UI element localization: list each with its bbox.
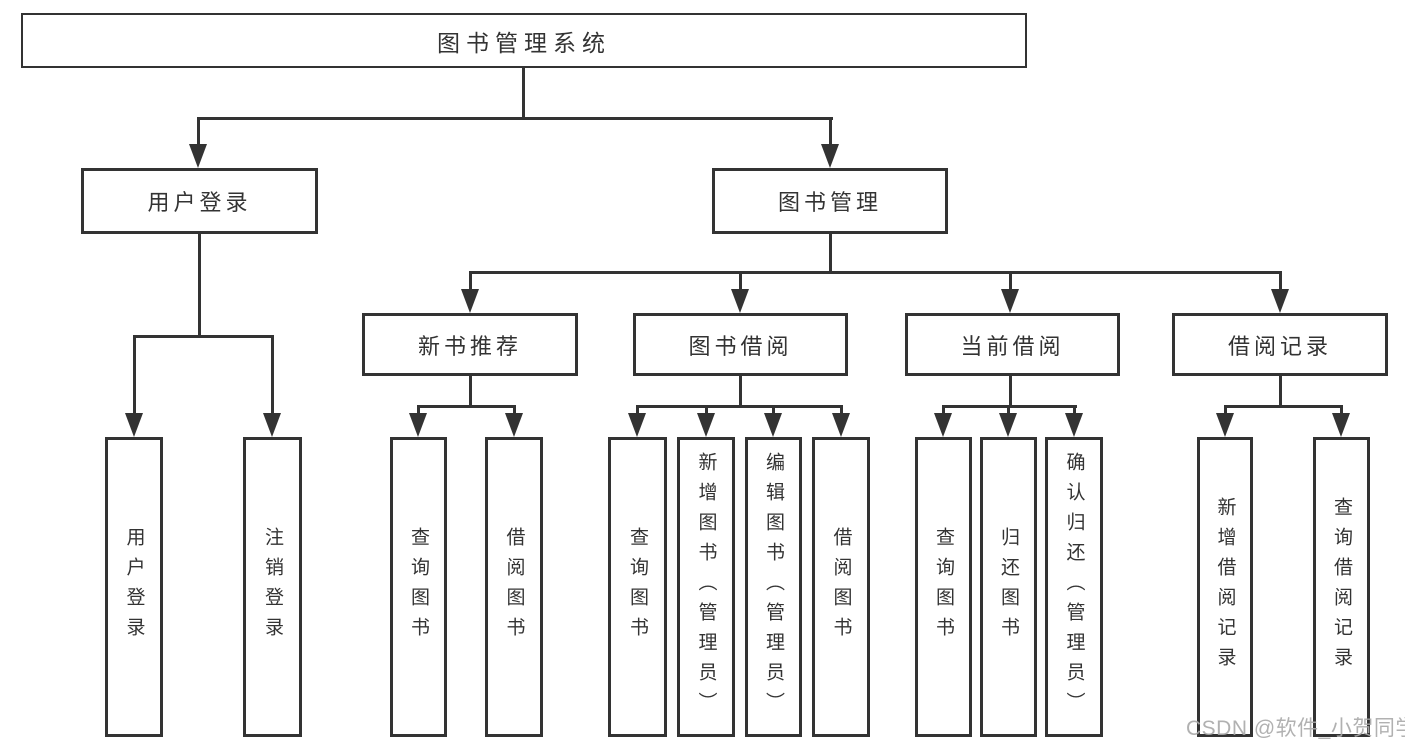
- connector-line: [636, 405, 843, 408]
- connector-line: [133, 338, 136, 415]
- connector-line: [705, 408, 708, 415]
- node-query-books-borrowing: 查询图书: [608, 437, 667, 737]
- connector-line: [1224, 408, 1227, 415]
- node-system-root: 图书管理系统: [21, 13, 1027, 68]
- node-current-borrowing: 当前借阅: [905, 313, 1120, 376]
- arrow-down-icon: [1332, 413, 1350, 437]
- connector-line: [417, 408, 420, 415]
- connector-line: [1009, 376, 1012, 406]
- arrow-down-icon: [821, 144, 839, 168]
- connector-line: [739, 376, 742, 406]
- connector-line: [469, 271, 1282, 274]
- node-query-books-recommend: 查询图书: [390, 437, 447, 737]
- arrow-down-icon: [1271, 289, 1289, 313]
- node-query-borrow-record: 查询借阅记录: [1313, 437, 1370, 737]
- connector-line: [1279, 376, 1282, 406]
- connector-line: [522, 68, 525, 118]
- connector-line: [197, 120, 200, 146]
- connector-line: [840, 408, 843, 415]
- arrow-down-icon: [1065, 413, 1083, 437]
- node-borrow-books-recommend: 借阅图书: [485, 437, 543, 737]
- node-user-login-branch: 用户登录: [81, 168, 318, 234]
- arrow-down-icon: [934, 413, 952, 437]
- node-return-books: 归还图书: [980, 437, 1037, 737]
- node-new-book-recommend: 新书推荐: [362, 313, 578, 376]
- connector-line: [198, 234, 201, 337]
- node-borrow-books-borrowing: 借阅图书: [812, 437, 870, 737]
- connector-line: [942, 405, 1077, 408]
- arrow-down-icon: [832, 413, 850, 437]
- connector-line: [469, 376, 472, 406]
- connector-line: [1279, 274, 1282, 291]
- connector-line: [772, 408, 775, 415]
- connector-line: [829, 234, 832, 272]
- arrow-down-icon: [731, 289, 749, 313]
- node-book-borrowing: 图书借阅: [633, 313, 848, 376]
- arrow-down-icon: [505, 413, 523, 437]
- connector-line: [271, 338, 274, 415]
- arrow-down-icon: [189, 144, 207, 168]
- connector-line: [1224, 405, 1343, 408]
- connector-line: [1073, 408, 1076, 415]
- connector-line: [469, 274, 472, 291]
- connector-line: [1007, 408, 1010, 415]
- arrow-down-icon: [409, 413, 427, 437]
- connector-line: [739, 274, 742, 291]
- connector-line: [197, 117, 833, 120]
- arrow-down-icon: [999, 413, 1017, 437]
- node-logout: 注销登录: [243, 437, 302, 737]
- connector-line: [513, 408, 516, 415]
- arrow-down-icon: [764, 413, 782, 437]
- arrow-down-icon: [1216, 413, 1234, 437]
- connector-line: [636, 408, 639, 415]
- arrow-down-icon: [125, 413, 143, 437]
- node-book-management: 图书管理: [712, 168, 948, 234]
- connector-line: [133, 335, 274, 338]
- node-add-books-admin: 新增图书（管理员）: [677, 437, 735, 737]
- node-add-borrow-record: 新增借阅记录: [1197, 437, 1253, 737]
- arrow-down-icon: [1001, 289, 1019, 313]
- connector-line: [417, 405, 516, 408]
- arrow-down-icon: [697, 413, 715, 437]
- node-edit-books-admin: 编辑图书（管理员）: [745, 437, 802, 737]
- arrow-down-icon: [263, 413, 281, 437]
- node-borrowing-records: 借阅记录: [1172, 313, 1388, 376]
- connector-line: [1009, 274, 1012, 291]
- arrow-down-icon: [461, 289, 479, 313]
- node-user-login: 用户登录: [105, 437, 163, 737]
- connector-line: [1340, 408, 1343, 415]
- csdn-watermark: CSDN @软件_小贺同学: [1186, 717, 1405, 740]
- node-query-books-current: 查询图书: [915, 437, 972, 737]
- arrow-down-icon: [628, 413, 646, 437]
- connector-line: [829, 120, 832, 146]
- connector-line: [942, 408, 945, 415]
- node-confirm-return-admin: 确认归还（管理员）: [1045, 437, 1103, 737]
